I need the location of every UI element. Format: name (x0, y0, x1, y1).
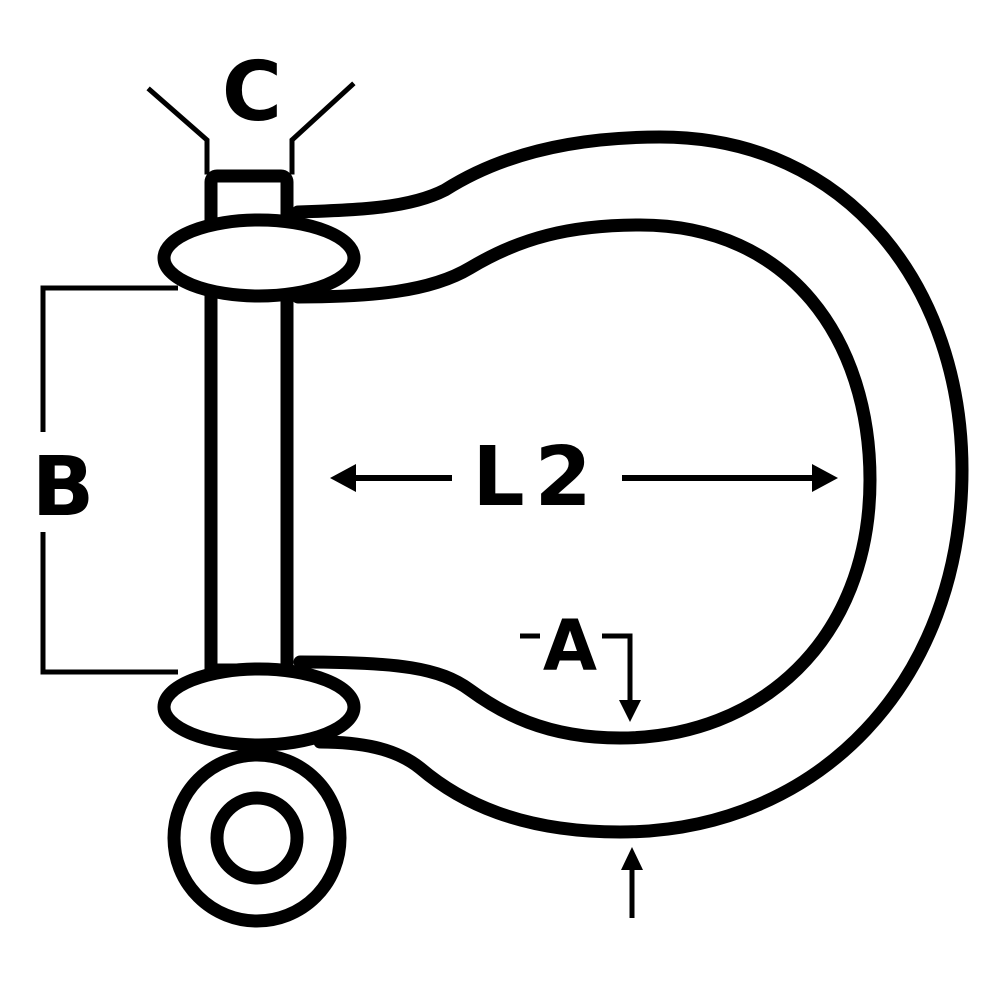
dimension-label-a: A (543, 605, 597, 687)
dimension-a-arrows (520, 633, 635, 918)
pin-eye-inner (210, 791, 304, 885)
dimension-label-b: B (32, 440, 95, 535)
pin-shaft (204, 278, 294, 677)
dimension-a-arrow-down (619, 700, 641, 722)
dimension-a-arrow-up (621, 847, 643, 870)
dimension-b-label-gap (30, 432, 58, 532)
upper-ear (157, 213, 361, 303)
dimension-label-c: C (222, 45, 282, 140)
dimension-l2-arrows (330, 464, 838, 492)
dimension-label-l2: L2 (472, 430, 601, 525)
bow-outer-outline (291, 130, 969, 839)
bow-inner-outline (291, 218, 877, 745)
dimension-c-lines (146, 81, 356, 175)
lower-ear (157, 662, 361, 752)
